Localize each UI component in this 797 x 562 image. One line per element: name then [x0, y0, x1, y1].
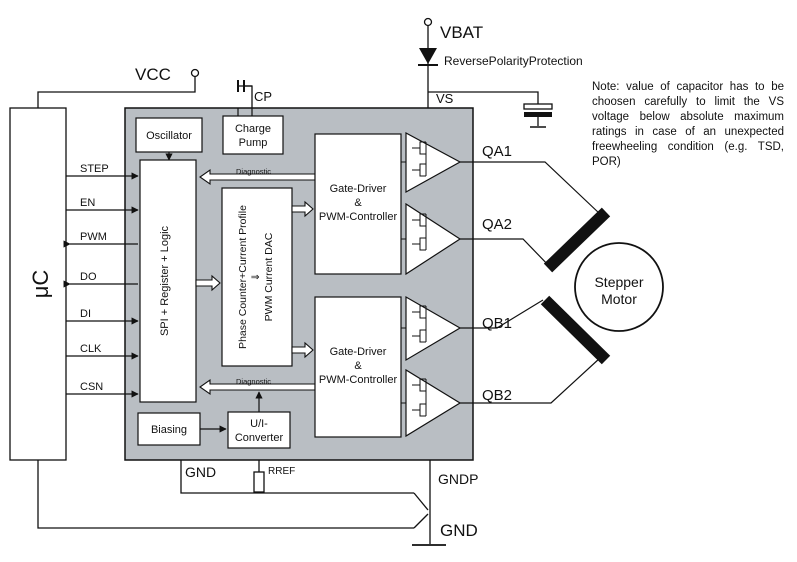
- svg-text:&: &: [354, 360, 362, 372]
- protection-diode: [419, 48, 437, 64]
- cp-label: CP: [254, 89, 272, 104]
- svg-text:PWM-Controller: PWM-Controller: [319, 211, 398, 223]
- svg-text:Stepper: Stepper: [594, 274, 643, 290]
- internal-data-arrows: [195, 168, 316, 396]
- svg-text:&: &: [354, 197, 362, 209]
- svg-text:Biasing: Biasing: [151, 424, 187, 436]
- pin-en: EN: [80, 197, 95, 209]
- diagnostic-label-top: Diagnostic: [236, 167, 271, 176]
- output-qa2: QA2: [482, 216, 512, 233]
- svg-text:Converter: Converter: [235, 432, 284, 444]
- vbat-label: VBAT: [440, 23, 483, 42]
- supply-section: VBAT ReversePolarityProtection VCC CP VS: [37, 17, 583, 128]
- vs-label: VS: [436, 91, 454, 106]
- charge-pump-block: Charge Pump: [222, 108, 284, 155]
- svg-text:Gate-Driver: Gate-Driver: [330, 183, 387, 195]
- svg-text:PWM-Controller: PWM-Controller: [319, 374, 398, 386]
- svg-text:U/I-: U/I-: [250, 418, 268, 430]
- pin-di: DI: [80, 308, 91, 320]
- phase-counter-block: Phase Counter+Current Profile ⇓ PWM Curr…: [221, 187, 293, 367]
- gnd-main-label: GND: [440, 521, 478, 540]
- svg-text:SPI + Register + Logic: SPI + Register + Logic: [159, 225, 171, 336]
- reverse-polarity-label: ReversePolarityProtection: [444, 54, 583, 68]
- ui-converter-block: U/I- Converter: [227, 391, 291, 449]
- microcontroller: μC: [9, 107, 414, 529]
- svg-text:Oscillator: Oscillator: [146, 130, 192, 142]
- gate-driver-b: Gate-Driver & PWM-Controller: [314, 296, 402, 438]
- svg-text:Charge: Charge: [235, 123, 271, 135]
- motor-coils: [540, 207, 611, 365]
- svg-text:PWM Current DAC: PWM Current DAC: [263, 232, 275, 321]
- svg-text:Pump: Pump: [239, 137, 268, 149]
- mcu-pin-lines: [63, 172, 139, 398]
- output-qa1: QA1: [482, 143, 512, 160]
- transistor-symbols: [412, 141, 427, 417]
- motor-wiring: [460, 161, 601, 404]
- pin-step: STEP: [80, 163, 109, 175]
- biasing-block: Biasing: [137, 412, 227, 446]
- oscillator-block: Oscillator: [135, 117, 203, 161]
- ground-section: GND RREF GNDP GND: [180, 460, 478, 546]
- pin-clk: CLK: [80, 343, 102, 355]
- capacitor-note: Note: value of capacitor has to be choos…: [592, 81, 784, 168]
- stepper-motor: Stepper Motor: [574, 242, 664, 332]
- spi-logic-block: SPI + Register + Logic: [139, 159, 197, 403]
- rref-resistor: [253, 471, 265, 493]
- vcc-terminal: [190, 68, 200, 78]
- vs-capacitor: [523, 103, 553, 110]
- mcu-label: μC: [28, 270, 53, 299]
- gate-driver-a: Gate-Driver & PWM-Controller: [314, 133, 402, 275]
- gndp-label: GNDP: [438, 471, 478, 487]
- svg-text:Phase Counter+Current Profile: Phase Counter+Current Profile: [237, 205, 249, 349]
- rref-label: RREF: [268, 466, 295, 477]
- gate-to-stage-arrows: [401, 161, 406, 404]
- output-qb2: QB2: [482, 387, 512, 404]
- mcu-pin-labels: STEP EN PWM DO DI CLK CSN: [80, 163, 109, 393]
- pin-csn: CSN: [80, 381, 103, 393]
- svg-text:Gate-Driver: Gate-Driver: [330, 346, 387, 358]
- diagnostic-label-bottom: Diagnostic: [236, 377, 271, 386]
- output-labels: QA1 QA2 QB1 QB2: [482, 143, 512, 404]
- svg-text:Motor: Motor: [601, 291, 637, 307]
- vbat-terminal: [423, 17, 433, 27]
- pin-do: DO: [80, 271, 97, 283]
- output-qb1: QB1: [482, 315, 512, 332]
- vcc-label: VCC: [135, 65, 171, 84]
- svg-text:⇓: ⇓: [250, 273, 262, 282]
- pin-pwm: PWM: [80, 231, 107, 243]
- gnd-label: GND: [185, 464, 216, 480]
